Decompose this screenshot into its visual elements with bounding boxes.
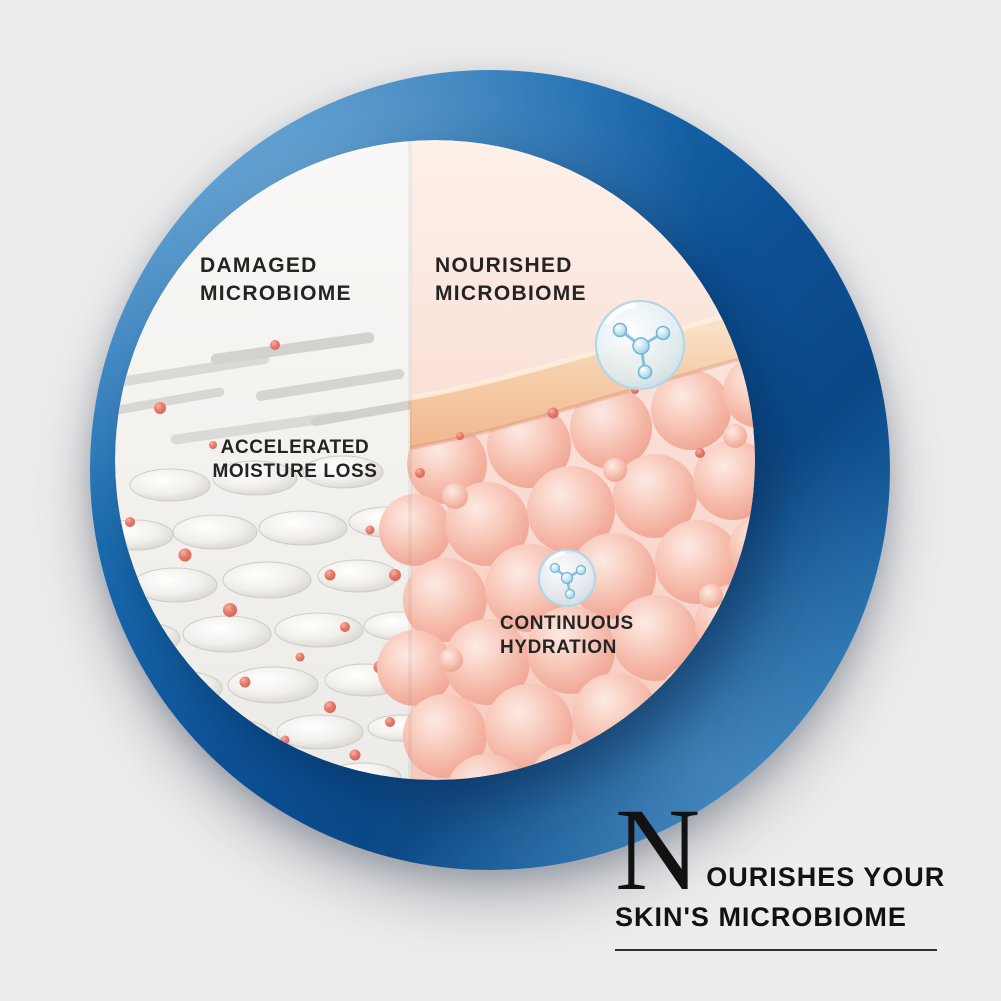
tagline-rule bbox=[615, 949, 937, 952]
tagline-line2: SKIN'S MICROBIOME bbox=[615, 902, 907, 933]
molecule-bubble-icon-small bbox=[538, 549, 596, 607]
damaged-barrier-streaks bbox=[115, 332, 425, 445]
comparison-circle: DAMAGED MICROBIOME NOURISHED MICROBIOME … bbox=[115, 140, 755, 780]
nourished-side-illustration bbox=[377, 140, 755, 780]
tagline-top-row: N OURISHES YOUR bbox=[615, 784, 944, 915]
hydration-caption-line1: CONTINUOUS bbox=[500, 613, 634, 634]
damaged-title-line1: DAMAGED bbox=[200, 254, 318, 277]
microbiome-illustration bbox=[115, 140, 755, 780]
moisture-loss-caption-line2: MOISTURE LOSS bbox=[212, 461, 378, 482]
molecule-bubble-icon-large bbox=[595, 300, 685, 390]
tagline: N OURISHES YOUR SKIN'S MICROBIOME bbox=[615, 784, 944, 952]
damaged-title-line2: MICROBIOME bbox=[200, 282, 352, 305]
tagline-drop-cap: N bbox=[615, 784, 700, 915]
hydration-caption: CONTINUOUS HYDRATION bbox=[500, 612, 634, 660]
moisture-loss-caption: ACCELERATED MOISTURE LOSS bbox=[170, 436, 420, 484]
hydration-caption-line2: HYDRATION bbox=[500, 637, 617, 658]
nourished-title-line1: NOURISHED bbox=[435, 254, 573, 277]
nourished-title-line2: MICROBIOME bbox=[435, 282, 587, 305]
split-divider bbox=[408, 140, 412, 780]
tagline-line1: OURISHES YOUR bbox=[706, 862, 946, 893]
damaged-title: DAMAGED MICROBIOME bbox=[200, 252, 352, 308]
moisture-loss-caption-line1: ACCELERATED bbox=[220, 437, 370, 458]
nourished-title: NOURISHED MICROBIOME bbox=[435, 252, 587, 308]
